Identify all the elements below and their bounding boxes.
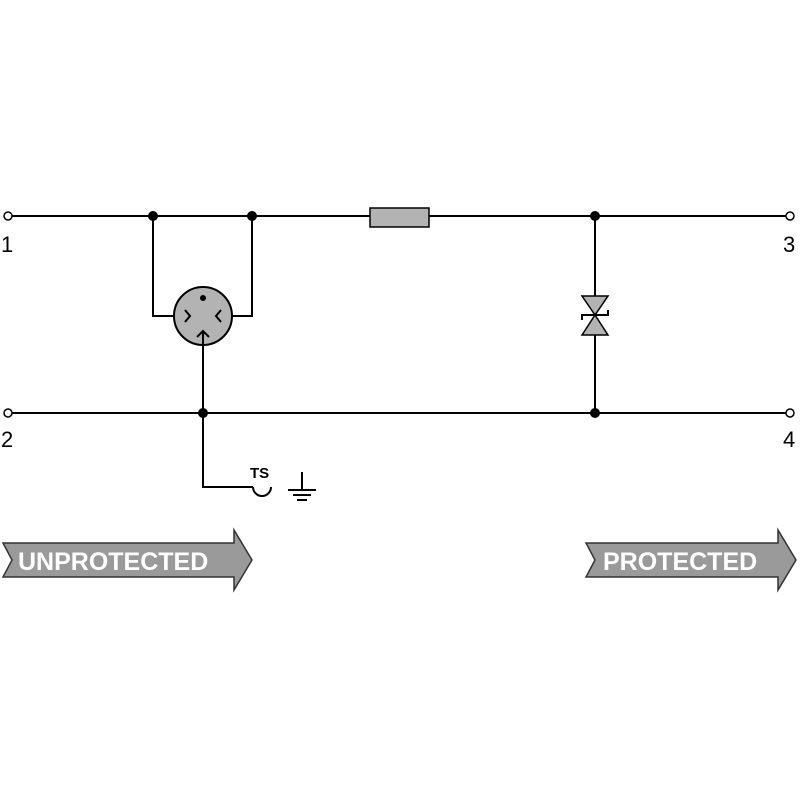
resistor — [369, 207, 430, 228]
thermal-switch-icon — [252, 486, 272, 497]
terminal-3 — [785, 211, 795, 221]
gas-discharge-tube — [173, 286, 233, 413]
terminal-4 — [785, 408, 795, 418]
unprotected-label: UNPROTECTED — [18, 548, 208, 576]
protected-arrow — [584, 527, 797, 593]
terminal-1 — [3, 211, 13, 221]
protected-label: PROTECTED — [603, 548, 757, 576]
terminal-label-4: 4 — [783, 427, 795, 452]
terminal-label-3: 3 — [783, 232, 795, 257]
terminal-2 — [3, 408, 13, 418]
unprotected-arrow — [1, 527, 253, 593]
ts-label: TS — [250, 465, 269, 482]
ts-wire — [202, 413, 253, 488]
tvs-diode — [580, 295, 610, 336]
terminal-label-1: 1 — [1, 232, 13, 257]
terminal-label-2: 2 — [1, 427, 13, 452]
ground-icon — [288, 472, 316, 501]
